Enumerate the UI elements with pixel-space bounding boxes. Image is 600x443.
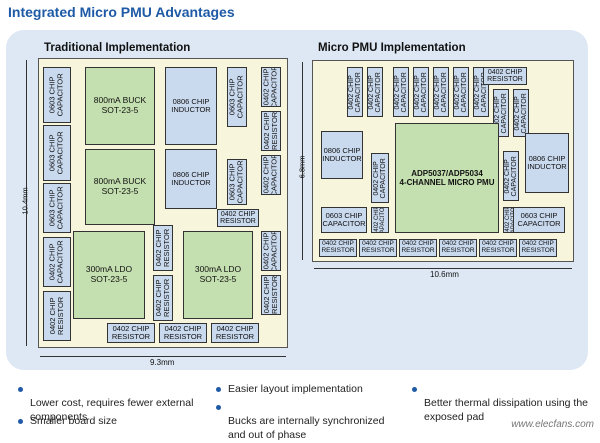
trad-cap-0402-3: 0402 CHIP CAPACITOR [261, 155, 281, 195]
micro-res-0402-b2: 0402 CHIP RESISTOR [359, 239, 397, 257]
micro-width-dimension-line [314, 268, 572, 269]
trad-inductor-2: 0806 CHIP INDUCTOR [165, 149, 217, 209]
micro-cap-0402-6: 0402 CHIP CAPACITOR [453, 67, 469, 117]
trad-res-0402-1: 0402 CHIP RESISTOR [43, 291, 71, 341]
micro-board: 0402 CHIP CAPACITOR 0402 CHIP CAPACITOR … [312, 60, 574, 262]
trad-inductor-1: 0806 CHIP INDUCTOR [165, 67, 217, 145]
bullet-bucks-synchronized: Bucks are internally synchronized and ou… [216, 400, 398, 443]
micro-cap-0402-5: 0402 CHIP CAPACITOR [433, 67, 449, 117]
micro-inductor-left: 0806 CHIP INDUCTOR [321, 131, 363, 179]
trad-res-0402-h1: 0402 CHIP RESISTOR [217, 209, 259, 227]
trad-buck-2: 800mA BUCK SOT-23-5 [85, 149, 155, 225]
bullet-dot-icon [412, 387, 417, 392]
bullet-lower-cost: Lower cost, requires fewer external comp… [18, 382, 200, 425]
trad-width-label: 9.3mm [150, 358, 175, 367]
micro-res-0402-b6: 0402 CHIP RESISTOR [519, 239, 557, 257]
micro-heading: Micro PMU Implementation [318, 42, 466, 54]
trad-cap-0402-4: 0402 CHIP CAPACITOR [261, 231, 281, 271]
micro-res-0402-b3: 0402 CHIP RESISTOR [399, 239, 437, 257]
micro-inductor-right: 0806 CHIP INDUCTOR [525, 133, 569, 193]
trad-height-label: 10.4mm [21, 187, 31, 215]
trad-height-dimension-line [26, 60, 27, 346]
bullet-thermal: Better thermal dissipation using the exp… [412, 382, 596, 425]
bullet-dot-icon [216, 387, 221, 392]
trad-cap-0603-4: 0603 CHIP CAPACITOR [227, 67, 247, 127]
bullet-easier-layout: Easier layout implementation [216, 382, 398, 396]
micro-cap-0402-11: 0402 CHIP CAPACITOR [371, 207, 389, 233]
micro-res-0402-b4: 0402 CHIP RESISTOR [439, 239, 477, 257]
trad-res-0402-h4: 0402 CHIP RESISTOR [211, 323, 259, 343]
micro-res-0402-b5: 0402 CHIP RESISTOR [479, 239, 517, 257]
trad-width-dimension-line [40, 356, 286, 357]
trad-ldo-2: 300mA LDO SOT-23-5 [183, 231, 253, 319]
watermark: www.elecfans.com [511, 419, 594, 430]
bullet-dot-icon [216, 405, 221, 410]
trad-res-0402-4: 0402 CHIP RESISTOR [153, 225, 173, 271]
trad-cap-0402-1: 0402 CHIP CAPACITOR [43, 237, 71, 287]
traditional-heading: Traditional Implementation [44, 42, 191, 54]
trad-cap-0603-2: 0603 CHIP CAPACITOR [43, 125, 71, 181]
trad-res-0402-h3: 0402 CHIP RESISTOR [159, 323, 207, 343]
micro-height-dimension-line [302, 62, 303, 260]
micro-cap-0402-10: 0402 CHIP CAPACITOR [371, 153, 389, 203]
bullet-smaller-board: Smaller board size [18, 414, 200, 428]
micro-height-label: 6.8mm [297, 155, 307, 179]
micro-cap-0402-9: 0402 CHIP CAPACITOR [513, 89, 529, 137]
trad-res-0402-h2: 0402 CHIP RESISTOR [107, 323, 155, 343]
trad-ldo-1: 300mA LDO SOT-23-5 [73, 231, 145, 319]
micro-pmu-chip: ADP5037/ADP5034 4-CHANNEL MICRO PMU [395, 123, 499, 233]
micro-cap-0402-3: 0402 CHIP CAPACITOR [393, 67, 409, 117]
micro-cap-0402-2: 0402 CHIP CAPACITOR [367, 67, 383, 117]
traditional-board: 0603 CHIP CAPACITOR 0603 CHIP CAPACITOR … [38, 58, 288, 348]
trad-cap-0402-2: 0402 CHIP CAPACITOR [261, 67, 281, 107]
trad-cap-0603-3: 0603 CHIP CAPACITOR [43, 183, 71, 233]
page-title: Integrated Micro PMU Advantages [8, 4, 235, 20]
micro-cap-0402-4: 0402 CHIP CAPACITOR [413, 67, 429, 117]
micro-width-label: 10.6mm [430, 270, 459, 279]
micro-cap-0402-12: 0402 CHIP CAPACITOR [503, 151, 519, 201]
bullet-dot-icon [18, 419, 23, 424]
micro-res-0402-b1: 0402 CHIP RESISTOR [319, 239, 357, 257]
trad-cap-0603-5: 0603 CHIP CAPACITOR [227, 159, 247, 205]
micro-cap-0603-right: 0603 CHIP CAPACITOR [513, 207, 565, 233]
micro-cap-0603-left: 0603 CHIP CAPACITOR [321, 207, 367, 233]
trad-buck-1: 800mA BUCK SOT-23-5 [85, 67, 155, 145]
micro-cap-0402-1: 0402 CHIP CAPACITOR [347, 67, 363, 117]
micro-res-0402-h1: 0402 CHIP RESISTOR [483, 67, 527, 85]
trad-res-0402-2: 0402 CHIP RESISTOR [261, 111, 281, 151]
trad-res-0402-5: 0402 CHIP RESISTOR [153, 275, 173, 321]
trad-cap-0603-1: 0603 CHIP CAPACITOR [43, 67, 71, 123]
bullet-dot-icon [18, 387, 23, 392]
trad-res-0402-3: 0402 CHIP RESISTOR [261, 275, 281, 315]
